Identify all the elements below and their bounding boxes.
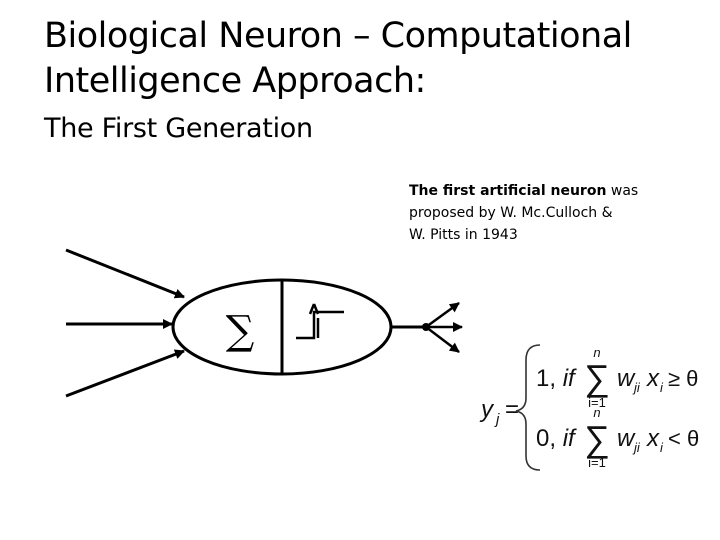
eq-lhs: y bbox=[479, 396, 495, 423]
case1-w-sub: ji bbox=[632, 380, 641, 395]
case2-relation: < θ bbox=[668, 426, 699, 451]
output-arrow-top bbox=[426, 303, 459, 327]
activation-equation: y j = 1, if n ∑ i=1 w ji x i ≥ θ 0, if n… bbox=[479, 345, 699, 470]
case2-x: x bbox=[646, 425, 660, 452]
case1-sigma: ∑ bbox=[584, 357, 610, 398]
eq-equals: = bbox=[505, 396, 519, 423]
sum-symbol: ∑ bbox=[226, 308, 255, 354]
output-arrow-bottom bbox=[426, 327, 459, 352]
input-arrow-bottom bbox=[66, 351, 184, 396]
case2-w-sub: ji bbox=[632, 440, 641, 455]
case2-x-sub: i bbox=[660, 440, 664, 455]
case1-x: x bbox=[646, 365, 660, 392]
case1-relation: ≥ θ bbox=[668, 366, 698, 391]
case2-sigma: ∑ bbox=[584, 418, 610, 459]
eq-lhs-sub: j bbox=[494, 411, 500, 428]
input-arrow-top bbox=[66, 250, 184, 297]
case2-sum-bottom: i=1 bbox=[588, 455, 606, 470]
case2-value: 0, if bbox=[536, 425, 577, 452]
step-function-icon bbox=[296, 304, 344, 338]
case1-x-sub: i bbox=[660, 380, 664, 395]
case1-value: 1, if bbox=[536, 365, 577, 392]
